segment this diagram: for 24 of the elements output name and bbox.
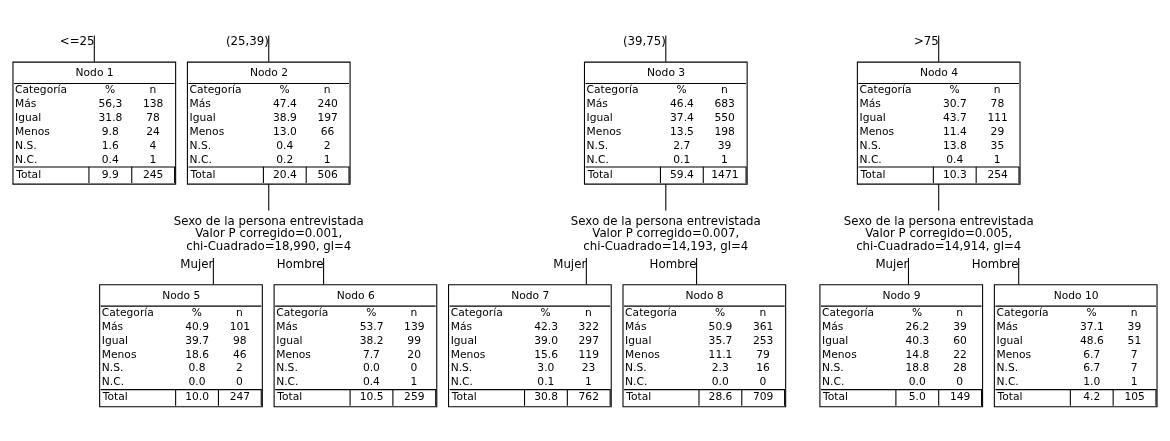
edge-label: Mujer [875, 256, 909, 271]
edge-label: <=25 [59, 34, 95, 49]
edge-label: Hombre [649, 256, 697, 271]
edge-label: (39,75) [622, 34, 666, 49]
connector [665, 183, 667, 212]
connector [212, 257, 214, 286]
edge-label: Hombre [971, 256, 1019, 271]
connector [696, 257, 698, 286]
edge-label: >75 [913, 34, 939, 49]
connector [268, 34, 270, 63]
connector [268, 183, 270, 212]
connector [938, 34, 940, 63]
node-text: Sexo de la persona entrevistada Valor P corregido=0.005, chi-Cuadrado=14,914, gl=4 [843, 213, 1034, 254]
connector [938, 183, 940, 212]
connector [665, 34, 667, 63]
connector [1018, 257, 1020, 286]
node-text: Sexo de la persona entrevistada Valor P corregido=0.001, chi-Cuadrado=18,990, gl=4 [173, 213, 364, 254]
connector [93, 34, 95, 63]
connector [323, 257, 325, 286]
node-text: Sexo de la persona entrevistada Valor P corregido=0.007, chi-Cuadrado=14,193, gl=4 [570, 213, 761, 254]
connector [907, 257, 909, 286]
connector [585, 257, 587, 286]
edge-label: Hombre [276, 256, 324, 271]
edge-label: (25,39) [225, 34, 269, 49]
